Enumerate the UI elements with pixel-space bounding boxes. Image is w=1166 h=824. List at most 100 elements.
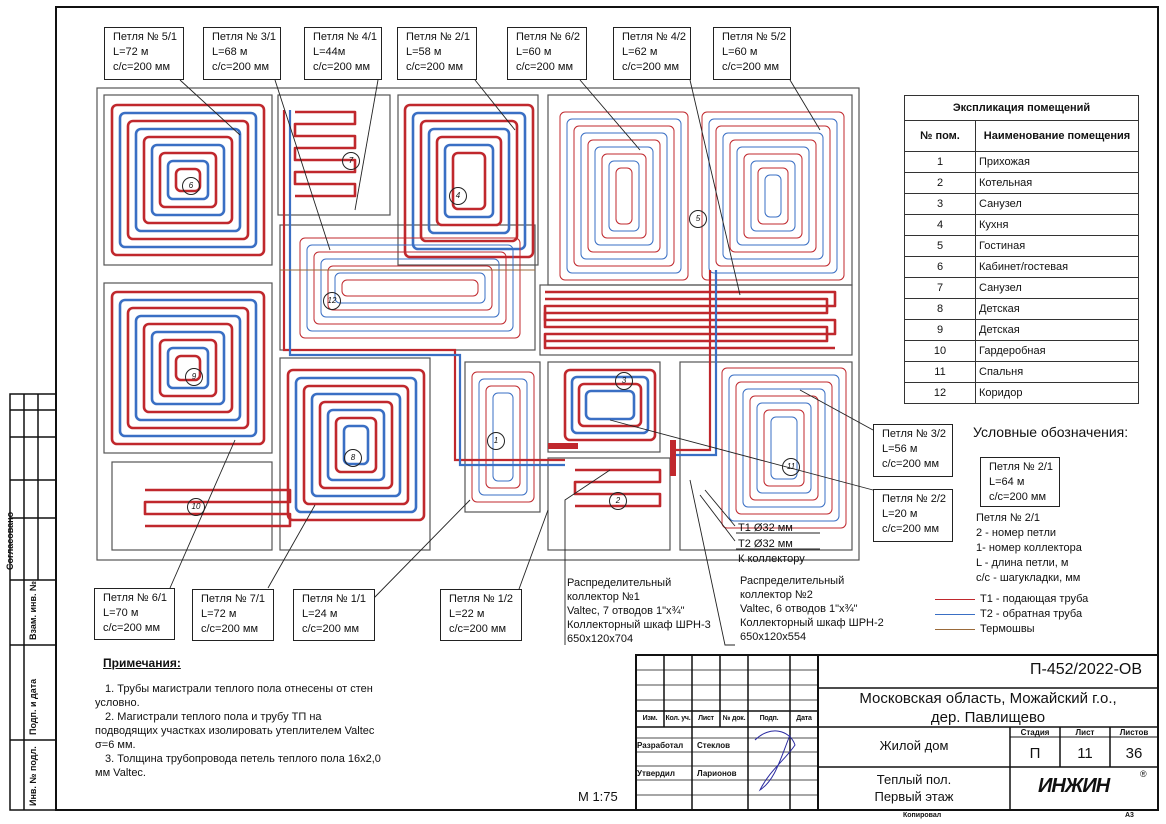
room-name: Спальня (975, 361, 1139, 383)
supply-pipe-loop (715, 125, 831, 267)
supply-pipe-loop (743, 153, 803, 239)
room-marker: 7 (342, 152, 360, 170)
supply-pipe-loop (286, 368, 426, 522)
loop-number: Петля № 4/2 (622, 31, 687, 43)
loop-step: c/c=200 мм (103, 622, 161, 634)
return-pipe-loop (566, 118, 682, 274)
collector-2-line: Valtec, 6 отводов 1"х¾" (740, 603, 858, 615)
room-marker: 3 (615, 372, 633, 390)
return-pipe-loop (150, 330, 226, 406)
return-pipe-loop (310, 392, 402, 498)
loop-length: L=64 м (989, 476, 1025, 488)
pipe-serpentine (543, 297, 829, 343)
room-name: Коридор (975, 382, 1139, 404)
loop-step: c/c=200 мм (622, 61, 680, 73)
room-marker: 2 (609, 492, 627, 510)
supply-pipe-loop (110, 103, 266, 257)
room-name: Санузел (975, 193, 1139, 215)
room-number: 9 (904, 319, 976, 341)
room-marker: 5 (689, 210, 707, 228)
supply-pipe-loop (419, 119, 519, 243)
col-sign: Подп. (759, 715, 779, 722)
supply-pipe-loop (749, 395, 819, 501)
loop-length: L=44м (313, 46, 346, 58)
loop-length: L=60 м (722, 46, 758, 58)
room-name: Санузел (975, 277, 1139, 299)
supply-pipe-loop (327, 265, 493, 311)
loop-number: Петля № 6/1 (103, 592, 168, 604)
pipe-serpentine (573, 468, 662, 508)
room-number: 8 (904, 298, 976, 320)
room-number: 6 (904, 256, 976, 278)
doc-code: П-452/2022-ОВ (1030, 661, 1143, 678)
return-pipe-loop (118, 298, 258, 438)
loop-number: Петля № 4/1 (313, 31, 378, 43)
return-pipe-loop (570, 375, 650, 435)
col-qty: Кол. уч. (665, 715, 691, 722)
return-pipe-loop (584, 389, 636, 421)
loop-number: Петля № 2/1 (989, 461, 1054, 473)
collector-1-line: Коллекторный шкаф ШРН-3 (567, 619, 711, 631)
legend-lines: T1 - подающая труба T2 - обратная труба … (935, 592, 1088, 637)
address-line: дер. Павлищево (930, 709, 1046, 726)
return-pipe-loop (306, 244, 514, 332)
return-pipe-loop (708, 118, 838, 274)
supply-pipe-loop (334, 416, 378, 474)
room-marker: 8 (344, 449, 362, 467)
loop-length: L=56 м (882, 443, 918, 455)
supply-pipe-loop (302, 384, 410, 506)
return-pipe-loop (118, 111, 258, 249)
supply-pipe-loop (158, 151, 218, 209)
supply-pipe-loop (299, 237, 521, 339)
loop-length: L=62 м (622, 46, 658, 58)
supply-pipe-loop (563, 368, 657, 442)
return-pipe-loop (722, 132, 824, 260)
supply-pipe-loop (110, 290, 266, 446)
scale: М 1:75 (578, 789, 618, 804)
note-item: 1. Трубы магистрали теплого пола отнесен… (95, 683, 373, 709)
loop-number: Петля № 5/1 (113, 31, 178, 43)
return-line-icon (935, 613, 975, 615)
supply-pipe-loop (313, 251, 507, 325)
loop-length: L=60 м (516, 46, 552, 58)
supply-pipe-loop (341, 279, 479, 297)
pipe-t2: T2 Ø32 мм (738, 538, 793, 550)
loop-step: c/c=200 мм (989, 491, 1047, 503)
legend-thermal-label: Термошвы (980, 623, 1035, 635)
object-name: Жилой дом (879, 738, 949, 753)
room-name: Кабинет/гостевая (975, 256, 1139, 278)
side-stamp-frame (9, 393, 57, 811)
supply-pipe-loop (587, 139, 661, 253)
return-pipe-loop (478, 378, 528, 496)
approver-name: Ларионов (697, 769, 737, 778)
supply-pipe-loop (126, 306, 250, 430)
supply-pipe-loop (701, 111, 845, 281)
loop-number: Петля № 3/2 (882, 428, 947, 440)
supply-pipe-loop (142, 135, 234, 225)
loop-step: c/c=200 мм (313, 61, 371, 73)
room-number: 7 (904, 277, 976, 299)
loop-number: Петля № 6/2 (516, 31, 581, 43)
loop-number: Петля № 2/2 (882, 493, 947, 505)
sheets-header: Листов (1119, 728, 1149, 737)
return-pipe-loop (326, 408, 386, 482)
sheet-title-line: Первый этаж (874, 789, 954, 804)
return-pipe-loop (411, 111, 527, 251)
loop-step: c/c=200 мм (406, 61, 464, 73)
collector-2-note: Распределительный коллектор №2 Valtec, 6… (740, 574, 884, 644)
return-pipe-loop (764, 174, 782, 218)
company-logo: ИНЖИН (1038, 775, 1110, 797)
supply-pipe-loop (403, 103, 535, 259)
sheet-title: Теплый пол. Первый этаж (818, 771, 1010, 805)
return-pipe-loop (320, 258, 500, 318)
legend-explain-line: Петля № 2/1 (976, 512, 1041, 524)
supply-pipe-loop (577, 382, 643, 428)
room-name: Детская (975, 319, 1139, 341)
loop-step: c/c=200 мм (302, 623, 360, 635)
